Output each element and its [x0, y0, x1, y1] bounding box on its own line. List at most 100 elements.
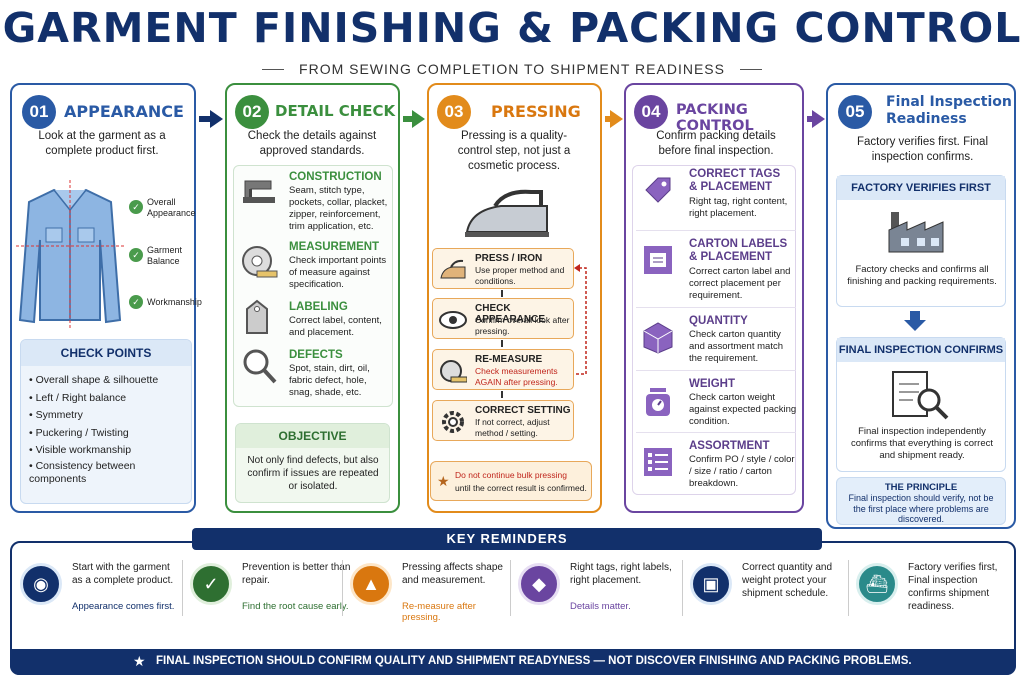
footer-bar: ★ FINAL INSPECTION SHOULD CONFIRM QUALIT… [10, 649, 1016, 675]
factory-text: Factory checks and confirms all finishin… [847, 264, 997, 287]
list-item: Puckering / Twisting [29, 425, 189, 443]
flow-arrow [199, 116, 211, 122]
flow-arrow [807, 116, 813, 122]
list-icon [644, 448, 672, 476]
eye-icon [439, 311, 467, 329]
panel-description: Look at the garment as a complete produc… [38, 130, 166, 157]
item-text: Seam, stitch type, pockets, collar, plac… [289, 185, 388, 232]
tape-measure-icon [242, 246, 278, 278]
item-title: CONSTRUCTION [289, 171, 382, 183]
tag-icon: ◆ [518, 563, 560, 605]
box-icon: ▣ [690, 563, 732, 605]
reminder-text: Prevention is better than repair. [242, 562, 351, 586]
step-number: 01 [22, 95, 56, 129]
item-title: DEFECTS [289, 349, 343, 361]
flow-arrow-head [412, 110, 425, 128]
footer-text: FINAL INSPECTION SHOULD CONFIRM QUALITY … [156, 655, 912, 667]
flow-arrow [605, 116, 611, 122]
reminder-item: ▣ Correct quantity and weight protect you… [690, 557, 850, 617]
item-title-line: CORRECT TAGS [689, 168, 781, 180]
reminder-item: ◉Start with the garment as a complete pr… [20, 557, 180, 617]
item-title-line: & PLACEMENT [689, 181, 773, 193]
reminder-text: Correct quantity and weight protect your… [742, 562, 833, 599]
reminder-item: ⛴Factory verifies first, Final inspectio… [856, 557, 1016, 617]
pressing-step: RE-MEASURE Check measurements AGAIN afte… [432, 349, 574, 390]
item-title: WEIGHT [689, 378, 735, 391]
panel-final-inspection: 05 Final Inspection Readiness Factory ve… [826, 83, 1016, 529]
reminder-highlight: Re-measure after pressing. [402, 601, 476, 623]
step-text: Check measurements AGAIN after pressing. [475, 366, 558, 387]
panel-description: Confirm packing details before final ins… [656, 130, 776, 157]
final-inspection-text: Final inspection independently confirms … [850, 426, 994, 461]
factory-title: FACTORY VERIFIES FIRST [837, 176, 1005, 200]
item-title-line: WEIGHT [689, 378, 735, 390]
check-points-box: CHECK POINTS Overall shape & silhouette … [20, 339, 192, 504]
step-number: 03 [437, 95, 471, 129]
reminder-item: ▲ Pressing affects shape and measurement.… [350, 557, 510, 623]
step-title: CORRECT SETTING [475, 405, 571, 416]
subtitle-wrap: FROM SEWING COMPLETION TO SHIPMENT READI… [262, 60, 762, 78]
objective-title: OBJECTIVE [236, 424, 389, 448]
heading-line: Final Inspection [886, 94, 1012, 110]
box-icon [643, 322, 673, 354]
panel-description: Check the details against approved stand… [247, 130, 377, 157]
reminder-highlight: Find the root cause early. [242, 601, 349, 612]
sewing-machine-icon [243, 180, 275, 203]
down-arrow [501, 340, 503, 347]
step-title: PRESS / IRON [475, 253, 543, 264]
star-icon: ★ [437, 473, 450, 489]
final-inspection-box: FINAL INSPECTION CONFIRMS Final inspecti… [836, 337, 1006, 472]
factory-box: FACTORY VERIFIES FIRST Factory checks an… [836, 175, 1006, 307]
item-text: Check important points of measure agains… [289, 255, 387, 290]
item-title: CARTON LABELS& PLACEMENT [689, 238, 787, 264]
item-title: MEASUREMENT [289, 241, 380, 253]
magnifier-icon [243, 349, 277, 384]
reminder-text: Start with the garment as a complete pro… [72, 562, 174, 586]
shield-check-icon: ✓ [190, 563, 232, 605]
item-text: Confirm PO / style / color / size / rati… [689, 454, 795, 489]
flow-arrow-head [812, 110, 825, 128]
down-arrow [910, 311, 920, 321]
item-title: ASSORTMENT [689, 440, 770, 453]
label-icon [644, 246, 672, 274]
principle-box: THE PRINCIPLE Final inspection should ve… [836, 477, 1006, 525]
key-reminders-title: KEY REMINDERS [192, 528, 822, 550]
heading-line: Readiness [886, 111, 967, 127]
objective-text: Not only find defects, but also confirm … [247, 455, 379, 492]
objective-box: OBJECTIVE Not only find defects, but als… [235, 423, 390, 503]
reminder-item: ◆Right tags, right labels, right placeme… [518, 557, 678, 617]
divider [510, 560, 511, 616]
divider [342, 560, 343, 616]
divider [682, 560, 683, 616]
divider [740, 69, 762, 70]
factory-icon [888, 212, 944, 253]
ship-icon: ⛴ [856, 563, 898, 605]
check-label: Overall Appearance [147, 197, 196, 218]
reminder-text: Pressing affects shape and measurement. [402, 562, 503, 586]
item-text: Right tag, right content, right placemen… [689, 196, 788, 219]
divider [636, 432, 796, 433]
check-icon: ✓ [129, 295, 143, 309]
step-title: CHECK APPEARANCE [475, 303, 546, 325]
iron-icon [465, 189, 549, 237]
pressing-step: CHECK APPEARANCE Confirm overall look af… [432, 298, 574, 339]
flow-arrow-head [610, 110, 623, 128]
item-text: Correct label, content, and placement. [289, 315, 382, 338]
reminder-highlight: Appearance comes first. [72, 601, 175, 612]
check-label: Workmanship [147, 297, 202, 307]
step-number: 05 [838, 95, 872, 129]
iron-icon: ▲ [350, 563, 392, 605]
panel-detail-check: 02 DETAIL CHECK Check the details agains… [225, 83, 400, 513]
principle-title: THE PRINCIPLE [884, 482, 958, 493]
pressing-step: PRESS / IRON Use proper method and condi… [432, 248, 574, 289]
item-text: Check carton weight against expected pac… [689, 392, 797, 427]
check-icon: ✓ [129, 200, 143, 214]
page-title: GARMENT FINISHING & PACKING CONTROL [2, 4, 1022, 52]
check-points-list: Overall shape & silhouette Left / Right … [29, 372, 189, 486]
check-label: Garment Balance [147, 245, 183, 266]
panel-description: Factory verifies first. Final inspection… [857, 136, 988, 163]
step-number: 04 [634, 95, 668, 129]
step-text: Confirm overall look after pressing. [475, 315, 570, 336]
flow-arrow [403, 116, 413, 122]
pressing-step: CORRECT SETTING If not correct, adjust m… [432, 400, 574, 441]
